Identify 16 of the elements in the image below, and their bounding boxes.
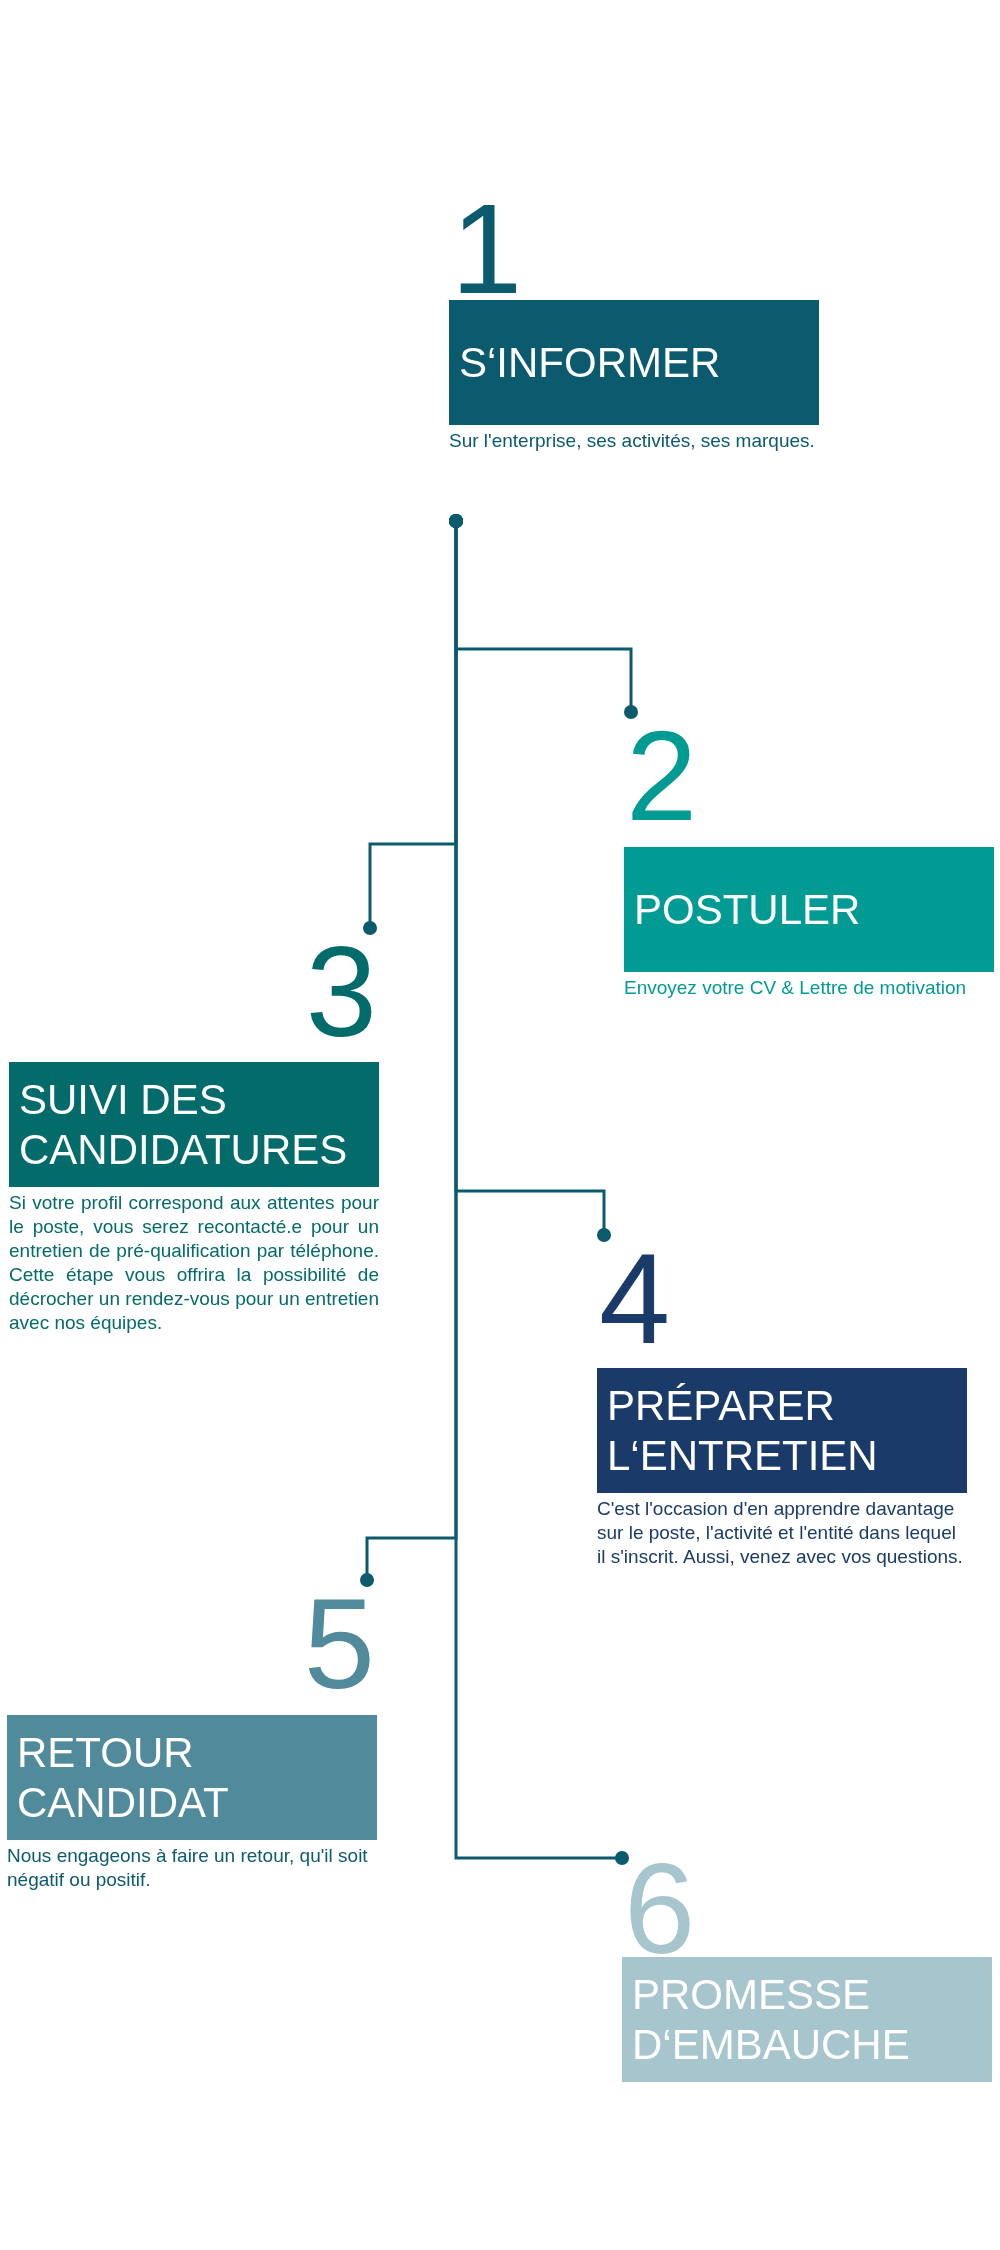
step-number: 5	[303, 1580, 375, 1708]
step-heading-banner: SUIVI DES CANDIDATURES	[9, 1062, 379, 1187]
step-heading-banner: RETOUR CANDIDAT	[7, 1715, 377, 1840]
connector-line	[449, 514, 629, 1865]
step-number: 3	[305, 928, 377, 1056]
step-description: Sur l'enterprise, ses activités, ses marques.	[449, 429, 816, 453]
step-description: Nous engageons à faire un retour, qu'il soit négatif ou positif.	[7, 1844, 369, 1892]
step-heading-banner: PROMESSE D‘EMBAUCHE	[622, 1957, 992, 2082]
step-description: Si votre profil correspond aux attentes pour le poste, vous serez recontacté.e pour un entretien de pré-qualification par téléphone. Cette étape vous offrira la possibilité de décrocher un rendez-vous pour un entretien avec nos équipes.	[9, 1191, 379, 1335]
step-heading-banner: S‘INFORMER	[449, 300, 819, 425]
step-number: 2	[626, 712, 698, 840]
step-number: 4	[599, 1235, 671, 1363]
step-description: Envoyez votre CV & Lettre de motivation	[624, 976, 968, 1000]
step-heading-banner: PRÉPARER L‘ENTRETIEN	[597, 1368, 967, 1493]
step-heading-banner: POSTULER	[624, 847, 994, 972]
step-description: C'est l'occasion d'en apprendre davantage sur le poste, l'activité et l'entité dans lequel il s'inscrit. Aussi, venez avec vos questions.	[597, 1497, 964, 1569]
